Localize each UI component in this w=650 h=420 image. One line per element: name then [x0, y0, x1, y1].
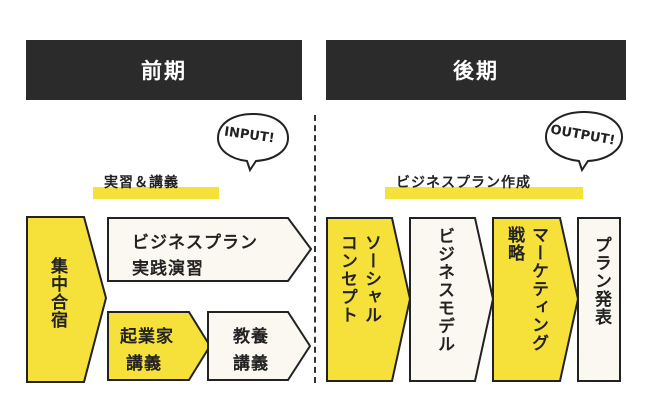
box-camp	[26, 216, 108, 383]
box-startup-line2: 講義	[126, 354, 162, 374]
header-second-half-label: 後期	[453, 59, 499, 83]
box-presentation-text: プラン発表	[591, 236, 611, 326]
box-liberal-lecture	[207, 311, 312, 381]
header-first-half-label: 前期	[141, 59, 187, 83]
input-bubble-icon	[216, 112, 290, 172]
label-right-highlight	[385, 187, 583, 199]
box-startup-line1: 起業家	[120, 327, 174, 347]
label-left-highlight	[93, 187, 219, 199]
box-marketing	[492, 217, 580, 382]
box-social-col1: ソーシャル	[361, 234, 381, 324]
box-business-model	[409, 217, 495, 382]
box-social-concept	[326, 217, 412, 382]
box-business-model-text: ビジネスモデル	[434, 227, 454, 353]
box-bp-practice	[107, 217, 313, 282]
phase-divider	[314, 115, 316, 383]
box-presentation	[577, 217, 621, 382]
label-left: 実習＆講義	[104, 175, 179, 191]
box-social-col2: コンセプト	[337, 234, 357, 324]
box-startup-lecture	[107, 311, 212, 381]
box-liberal-line2: 講義	[233, 354, 269, 374]
output-bubble-icon	[544, 110, 624, 172]
box-bp-practice-line1: ビジネスプラン	[132, 233, 258, 253]
box-liberal-line1: 教養	[233, 327, 269, 347]
label-right: ビジネスプラン作成	[396, 175, 531, 191]
box-camp-text: 集中合宿	[47, 257, 67, 329]
header-second-half: 後期	[326, 40, 626, 100]
box-bp-practice-line2: 実践演習	[132, 259, 204, 279]
box-marketing-col2: 戦略	[504, 226, 524, 262]
box-marketing-col1: マーケティング	[528, 226, 548, 352]
header-first-half: 前期	[26, 40, 302, 100]
